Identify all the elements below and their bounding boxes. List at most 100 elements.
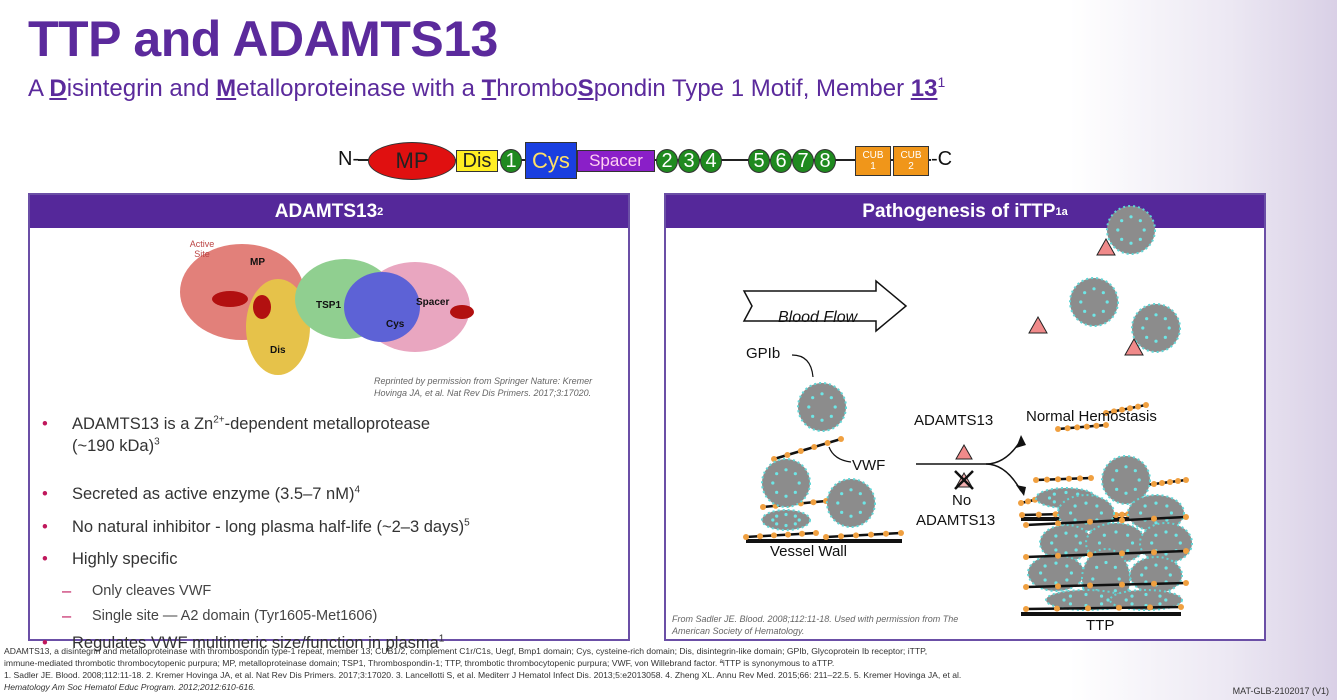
subtitle-text: A <box>28 75 50 102</box>
platelet-icon <box>1131 303 1181 353</box>
platelet-icon <box>797 382 847 432</box>
text: Single site — A2 domain (Tyr1605-Met1606… <box>92 608 378 624</box>
platelet-icon <box>1106 205 1156 255</box>
gpib-pointer <box>791 354 814 378</box>
references-line: 1. Sadler JE. Blood. 2008;112:11-18. 2. … <box>4 670 962 680</box>
text: ADAMTS13 is a Zn <box>72 415 214 433</box>
arrowhead-icon <box>1016 485 1026 496</box>
subtitle-acronym-letter: M <box>216 75 237 102</box>
no-label: No <box>952 492 972 509</box>
cys-label: Cys <box>386 319 405 330</box>
domain-tsp: 8 <box>814 149 836 173</box>
subtitle-text: pondin Type 1 Motif, Member <box>593 75 911 102</box>
gpib-label: GPIb <box>746 345 781 362</box>
footnote-line: ADAMTS13, a disintegrin and metalloprote… <box>4 646 928 656</box>
caption-line: From Sadler JE. Blood. 2008;112:11-18. U… <box>672 614 959 624</box>
domain-tsp: 7 <box>792 149 814 173</box>
adamts13-triangle-icon <box>955 443 973 460</box>
tsp1-label: TSP1 <box>316 300 342 311</box>
active-site-label: Active Site <box>189 239 215 259</box>
sup: 5 <box>464 517 470 529</box>
vwf-strand <box>1023 580 1189 590</box>
adamts13-triangle-icon <box>1124 337 1144 356</box>
vwf-strand <box>1023 604 1184 612</box>
bullet-marker: • <box>42 415 48 433</box>
bullet-marker: • <box>42 634 48 652</box>
c-terminus: -C <box>931 148 953 171</box>
dis-label: Dis <box>270 345 286 356</box>
caption-line: Hovinga JA, et al. Nat Rev Dis Primers. … <box>374 388 592 398</box>
domain-diagram: N- MP Dis 1 Cys Spacer 2 3 4 5 6 7 8 CUB… <box>330 140 960 180</box>
vwf-strand <box>1023 548 1189 560</box>
platelet-icon <box>1129 556 1183 594</box>
page-title: TTP and ADAMTS13 <box>28 11 498 67</box>
document-code: MAT-GLB-2102017 (V1) <box>1232 686 1329 696</box>
sub-bullet-item: –Only cleaves VWF <box>42 580 211 602</box>
blood-flow-label: Blood Flow <box>778 309 858 326</box>
pathogenesis-caption: From Sadler JE. Blood. 2008;112:11-18. U… <box>672 613 958 637</box>
bullet-text: Secreted as active enzyme (3.5–7 nM)4 <box>72 483 360 505</box>
vwf-pointer <box>828 446 852 463</box>
platelet-icon <box>1109 589 1183 611</box>
ttp-label: TTP <box>1086 617 1115 634</box>
vwf-strand <box>1143 477 1189 488</box>
pathogenesis-diagram <box>742 205 1193 616</box>
vessel-wall-label: Vessel Wall <box>770 543 847 560</box>
bullet-marker: • <box>42 485 48 503</box>
bullet-text: Only cleaves VWF <box>92 580 211 602</box>
blood-flow-arrow <box>742 279 908 333</box>
domain-cys: Cys <box>525 142 577 179</box>
panel-title: ADAMTS13 <box>274 200 378 222</box>
references-line: Hematology Am Soc Hematol Educ Program. … <box>4 682 256 692</box>
platelet-icon <box>1101 455 1151 505</box>
adamts13-triangle-icon <box>1096 237 1116 256</box>
page-subtitle: A Disintegrin and Metalloproteinase with… <box>28 74 945 104</box>
subtitle-text: hrombo <box>496 75 578 102</box>
vwf-strand <box>771 436 844 462</box>
platelet-icon <box>1069 277 1119 327</box>
sup: 4 <box>354 484 361 496</box>
sup: 3 <box>154 436 160 448</box>
subtitle-sup: 1 <box>937 74 946 90</box>
bullet-marker: – <box>62 607 72 625</box>
vwf-strand <box>743 530 819 540</box>
bullet-text: Single site — A2 domain (Tyr1605-Met1606… <box>92 605 377 627</box>
sup: 1 <box>438 633 445 645</box>
bullet-text: Regulates VWF multimeric size/function i… <box>72 632 444 654</box>
domain-tsp: 6 <box>770 149 792 173</box>
vwf-strand <box>1023 514 1189 528</box>
adamts13-label: ADAMTS13 <box>914 412 994 429</box>
domain-dis: Dis <box>456 150 498 172</box>
vwf-strand <box>1033 475 1094 483</box>
panel-title: Pathogenesis of iTTP <box>862 200 1056 222</box>
normal-hemostasis-label: Normal Hemostasis <box>1026 408 1157 425</box>
footnote-line: immune-mediated thrombotic thrombocytope… <box>4 658 835 668</box>
subtitle-acronym-letter: 13 <box>910 75 938 102</box>
cross-icon <box>954 470 974 490</box>
text: Regulates VWF multimeric size/function i… <box>72 634 439 652</box>
bullet-item: • Regulates VWF multimeric size/function … <box>42 632 444 654</box>
bullet-text: ADAMTS13 is a Zn2+-dependent metalloprot… <box>72 413 430 457</box>
vwf-strand <box>1103 402 1149 416</box>
subtitle-acronym-letter: D <box>49 75 67 102</box>
cub-number: 2 <box>908 161 914 172</box>
protein-structure-image <box>180 244 474 375</box>
text: Highly specific <box>72 550 178 568</box>
domain-tsp: 2 <box>656 149 678 173</box>
sub-bullet-item: – Single site — A2 domain (Tyr1605-Met160… <box>42 605 377 627</box>
adamts13-triangle-icon <box>1028 315 1048 334</box>
no-adamts13-label: ADAMTS13 <box>916 512 996 529</box>
domain-spacer: Spacer <box>577 150 655 172</box>
spacer-label: Spacer <box>416 297 450 308</box>
subtitle-acronym-letter: T <box>481 75 497 102</box>
platelet-icon <box>826 478 876 528</box>
domain-tsp: 4 <box>700 149 722 173</box>
bullet-text: No natural inhibitor - long plasma half-… <box>72 516 470 538</box>
bullet-item: • ADAMTS13 is a Zn2+-dependent metallopro… <box>42 413 430 457</box>
bullet-marker: • <box>42 550 48 568</box>
bullet-item: • Highly specific <box>42 548 177 570</box>
